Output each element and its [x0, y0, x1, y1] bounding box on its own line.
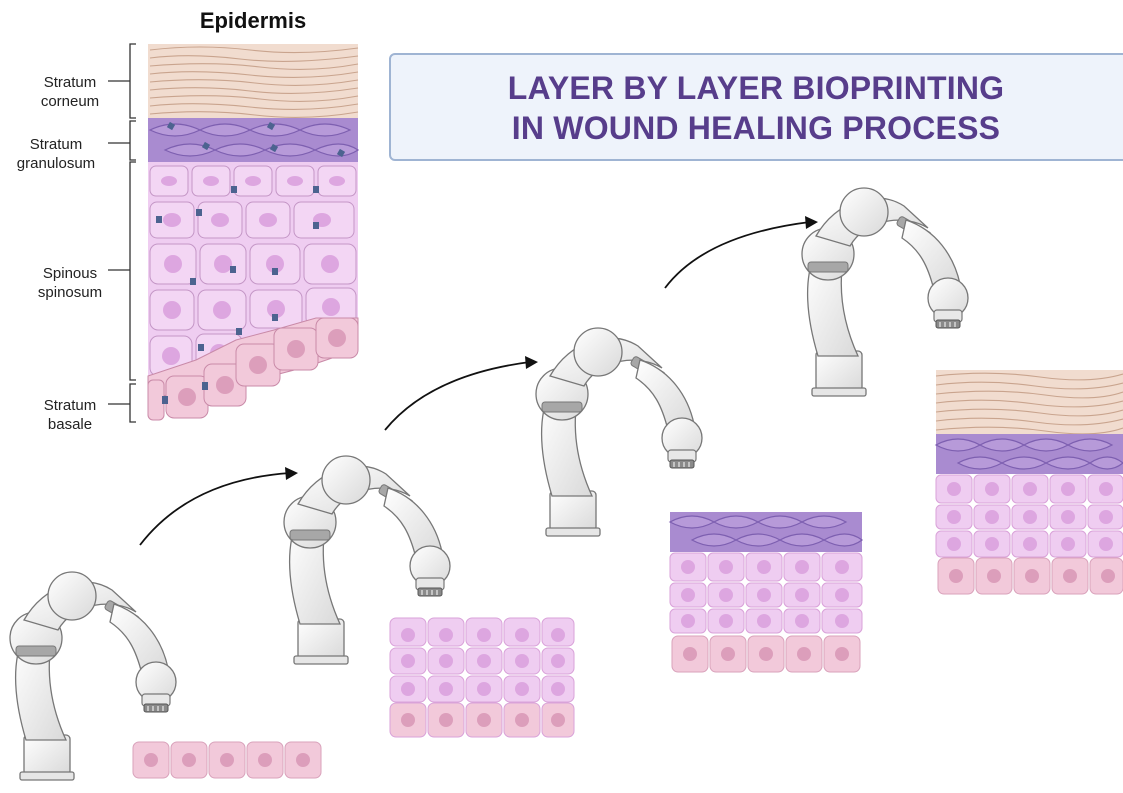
epidermis-section [148, 44, 358, 420]
label-line: Spinous [22, 264, 118, 283]
arrow-icon [385, 362, 530, 430]
bioprint-stage-4 [936, 370, 1123, 594]
label-line: Stratum [6, 135, 106, 154]
label-line: granulosum [6, 154, 106, 173]
arrow-icon [140, 473, 290, 545]
label-line: spinosum [22, 283, 118, 302]
epidermis-heading: Epidermis [168, 8, 338, 34]
label-line: Stratum [22, 73, 118, 92]
title-line-1: LAYER BY LAYER BIOPRINTING [389, 70, 1123, 107]
label-line: corneum [22, 92, 118, 111]
label-line: Stratum [22, 396, 118, 415]
arrow-head-icon [285, 467, 298, 480]
arrow-icon [665, 222, 810, 288]
label-spinous-spinosum: Spinous spinosum [22, 264, 118, 302]
robot-arm-icon [536, 328, 702, 536]
robot-arm-icon [802, 188, 968, 396]
arrow-head-icon [525, 356, 538, 369]
label-stratum-basale: Stratum basale [22, 396, 118, 434]
label-stratum-corneum: Stratum corneum [22, 73, 118, 111]
title-line-2: IN WOUND HEALING PROCESS [389, 110, 1123, 147]
bioprint-stage-3 [670, 512, 862, 672]
label-stratum-granulosum: Stratum granulosum [6, 135, 106, 173]
arrow-head-icon [805, 216, 818, 229]
label-line: basale [22, 415, 118, 434]
